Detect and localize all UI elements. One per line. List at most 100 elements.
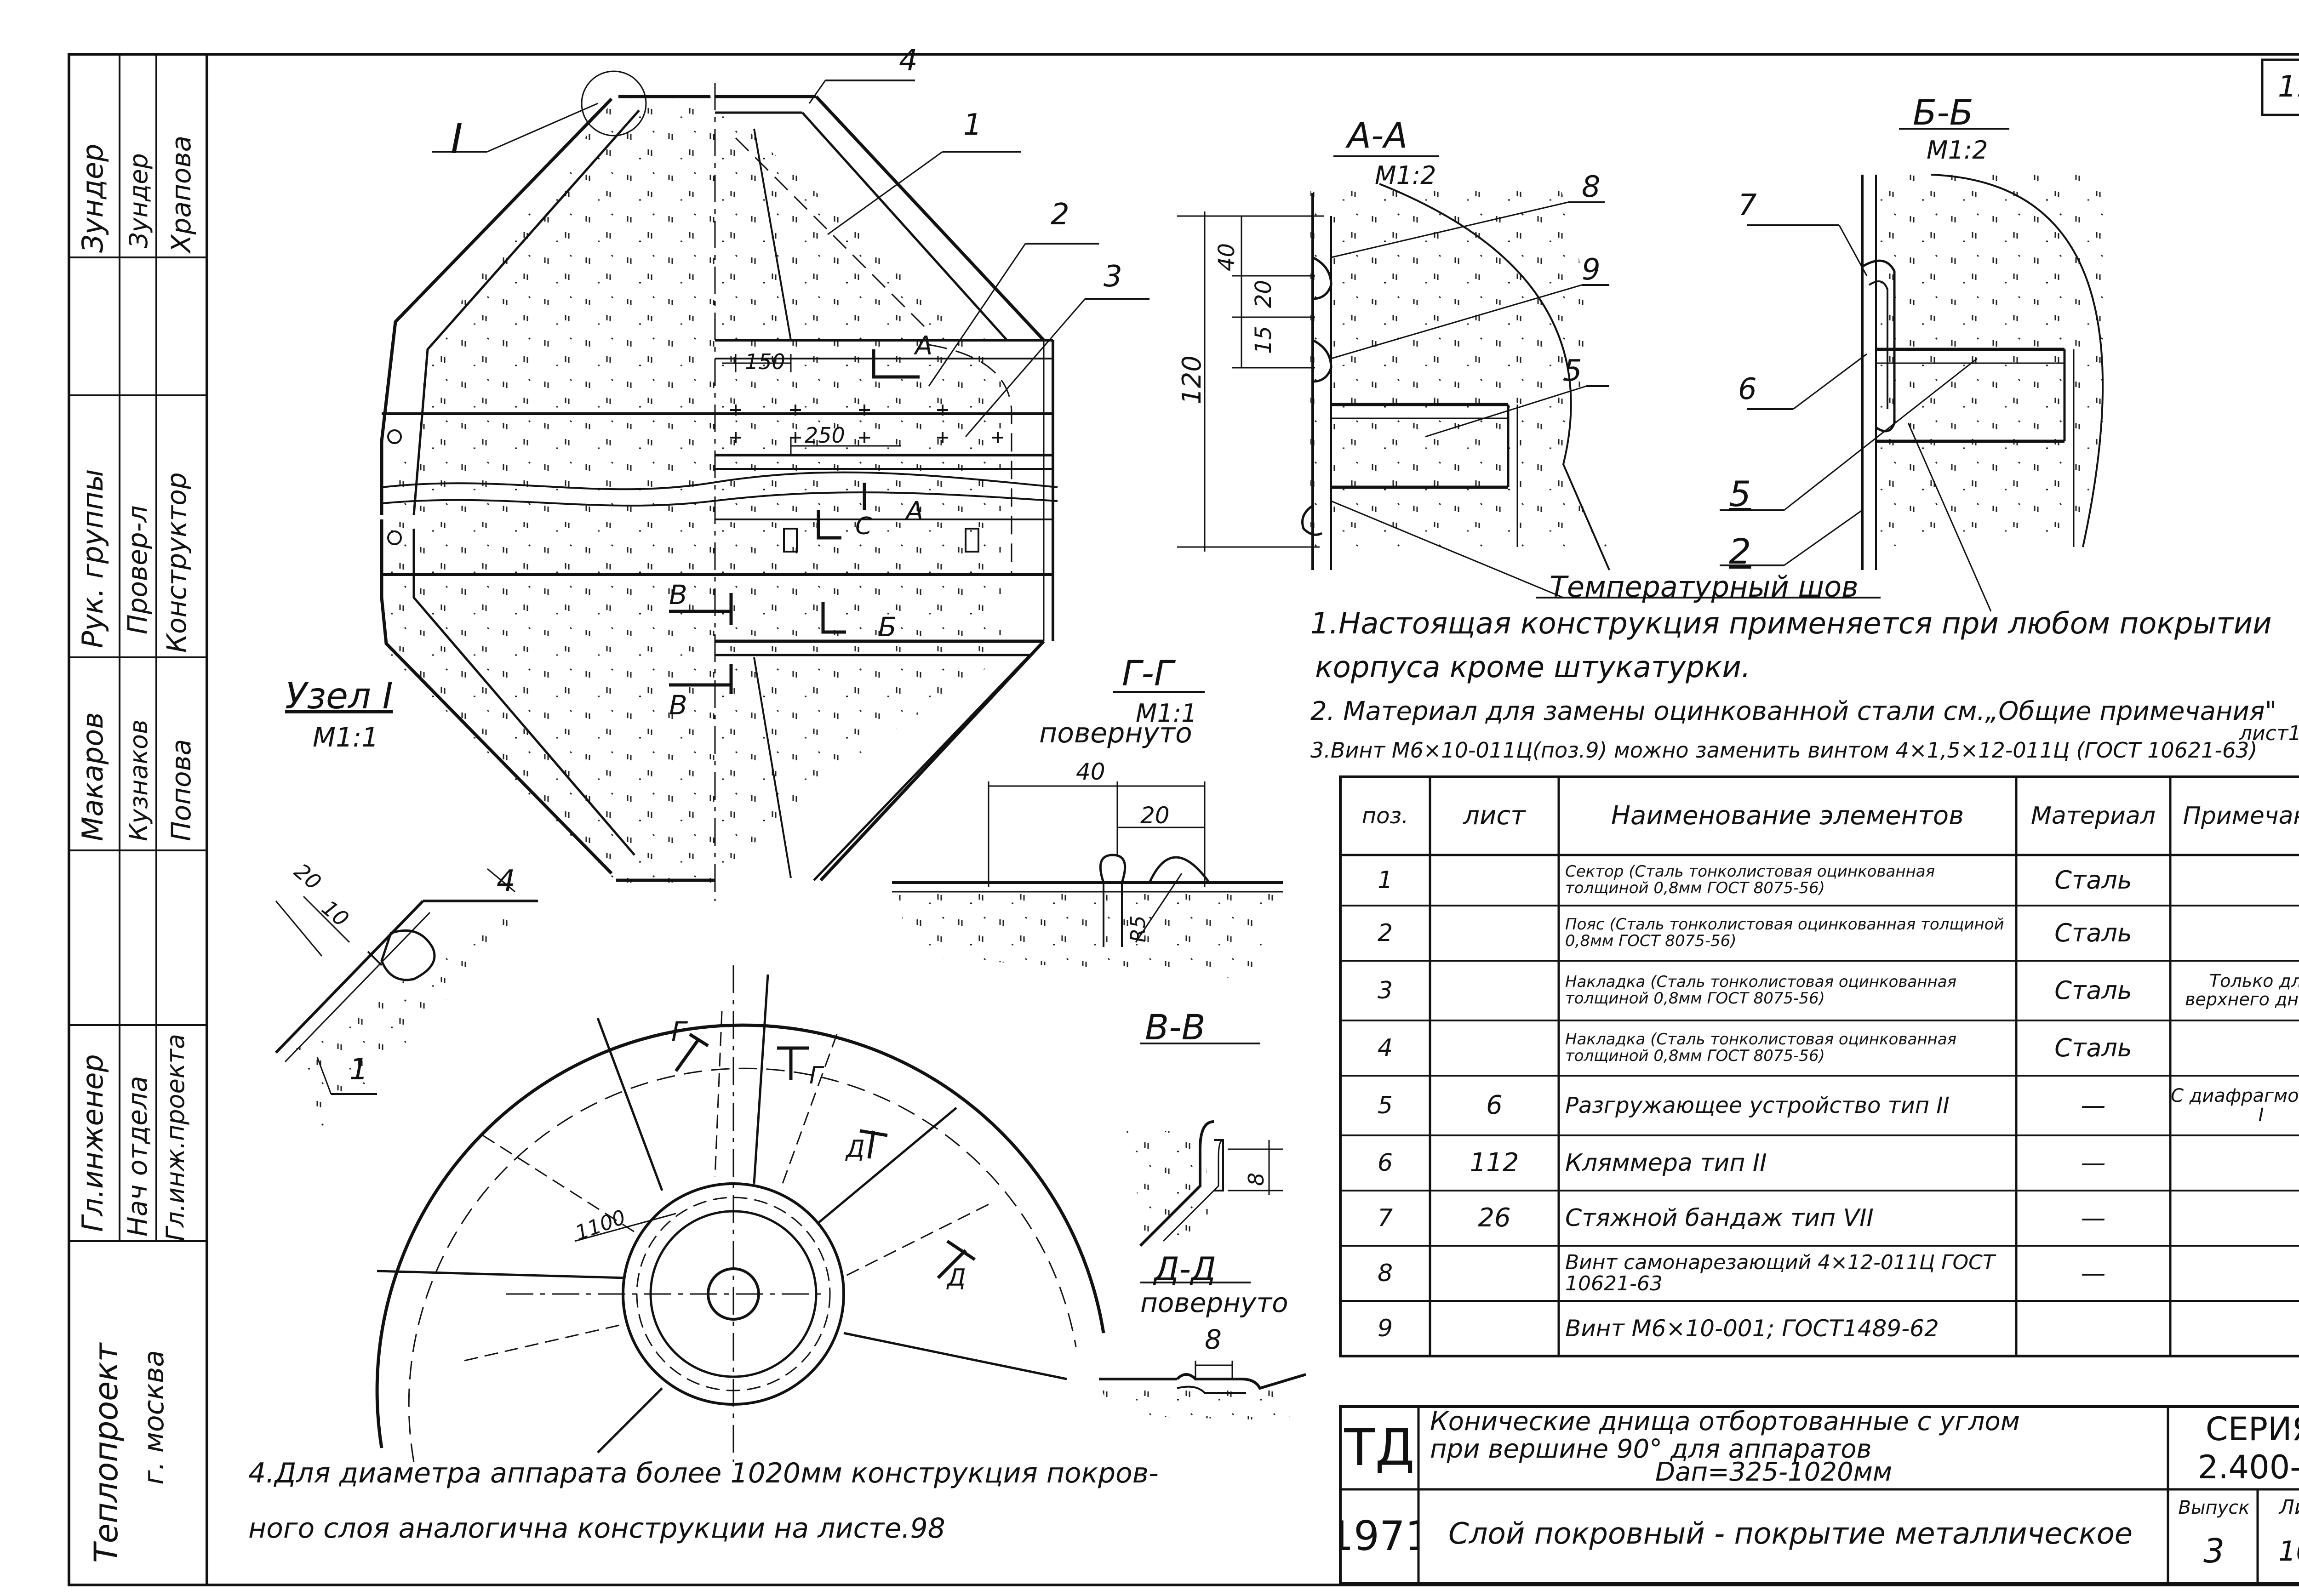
aa-title: А-А bbox=[1347, 115, 1408, 156]
bb-title: Б-Б bbox=[1913, 92, 1973, 133]
th-sheet: лист bbox=[1463, 800, 1526, 831]
mark-v1: В bbox=[669, 579, 687, 610]
temp-seam: Температурный шов bbox=[1550, 570, 1859, 604]
section-vv bbox=[1127, 1043, 1283, 1247]
node-detail bbox=[275, 868, 538, 1140]
row9-pos: 9 bbox=[1377, 1314, 1393, 1342]
mark-v2: В bbox=[669, 690, 687, 721]
row1-name: Сектор (Сталь тонколистовая оцинкованная… bbox=[1565, 862, 1935, 897]
th-pos: поз. bbox=[1361, 803, 1409, 829]
section-bb bbox=[1720, 128, 2115, 612]
callout-4b: 4 bbox=[497, 864, 515, 898]
stamp-org: Теплопроект bbox=[87, 1343, 125, 1563]
note-3: 3.Винт М6×10-011Ц(поз.9) можно заменить … bbox=[1310, 738, 2258, 763]
row5-name: Разгружающее устройство тип II bbox=[1565, 1092, 1950, 1118]
tb-td: ТД bbox=[1344, 1418, 1415, 1477]
row5-note: С диафрагмой тип I bbox=[2171, 1085, 2299, 1126]
stamp-name-6: Храпова bbox=[166, 135, 197, 253]
note-2: 2. Материал для замены оцинкованной стал… bbox=[1310, 696, 2277, 726]
note-1a: 1.Настоящая конструкция применяется при … bbox=[1310, 607, 2272, 641]
dim-40: 40 bbox=[1214, 243, 1240, 271]
row2-name: Пояс (Сталь тонколистовая оцинкованная т… bbox=[1565, 915, 2004, 950]
stamp-name-3: Попова bbox=[166, 739, 197, 841]
row6-pos: 6 bbox=[1377, 1149, 1393, 1177]
section-aa bbox=[1177, 155, 1881, 598]
gg-title: Г-Г bbox=[1122, 653, 1174, 694]
note-2b: лист120 bbox=[2239, 722, 2299, 745]
note-4a: 4.Для диаметра аппарата более 1020мм кон… bbox=[248, 1457, 1159, 1489]
dim-150: 150 bbox=[745, 349, 785, 374]
head-elevation bbox=[380, 70, 1150, 901]
row2-material: Сталь bbox=[2054, 918, 2132, 947]
mark-g1: Г bbox=[671, 1016, 686, 1047]
dim-120: 120 bbox=[1177, 355, 1207, 405]
node-label: I bbox=[451, 115, 463, 163]
row6-sheet: 112 bbox=[1470, 1147, 1519, 1178]
th-name: Наименование элементов bbox=[1611, 800, 1964, 831]
section-dd bbox=[1099, 1282, 1306, 1420]
note-4b: ного слоя аналогична конструкции на лист… bbox=[248, 1512, 945, 1545]
callout-3: 3 bbox=[1104, 260, 1122, 294]
callout-9: 9 bbox=[1582, 253, 1601, 287]
tb-sheet-label: Лист bbox=[2279, 1495, 2299, 1519]
aa-scale: М1:2 bbox=[1375, 161, 1436, 190]
callout-4: 4 bbox=[899, 44, 918, 78]
spec-table-grid bbox=[1339, 775, 2299, 1357]
row5-material: — bbox=[2081, 1090, 2106, 1120]
tb-title-3: Dап=325-1020мм bbox=[1655, 1457, 1893, 1487]
mark-a1: А bbox=[915, 331, 933, 361]
dim-20b: 20 bbox=[1140, 802, 1170, 829]
bb-scale: М1:2 bbox=[1927, 136, 1988, 165]
tb-series-label: СЕРИЯ bbox=[2205, 1411, 2299, 1448]
dim-vv-8: 8 bbox=[1244, 1172, 1269, 1186]
row5-pos: 5 bbox=[1377, 1091, 1393, 1119]
section-gg bbox=[892, 691, 1283, 979]
mark-d1: Д bbox=[846, 1135, 865, 1163]
tb-issue-value: 3 bbox=[2203, 1532, 2225, 1571]
tb-title-1: Конические днища отбортованные с углом bbox=[1430, 1407, 2020, 1436]
row3-note: Только для верхнего днища bbox=[2185, 971, 2299, 1009]
stamp-name-1: Макаров bbox=[76, 712, 109, 841]
row8-name: Винт самонарезающий 4×12-011Ц ГОСТ 10621… bbox=[1565, 1250, 1995, 1295]
row7-pos: 7 bbox=[1377, 1204, 1393, 1232]
row3-material: Сталь bbox=[2054, 975, 2132, 1005]
row7-sheet: 26 bbox=[1478, 1203, 1511, 1233]
stamp-name-5: Зундер bbox=[124, 153, 153, 248]
callout-7: 7 bbox=[1738, 188, 1757, 222]
callout-1: 1 bbox=[963, 108, 982, 142]
row4-name: Накладка (Сталь тонколистовая оцинкованн… bbox=[1565, 1030, 1957, 1065]
dim-dd-8: 8 bbox=[1205, 1324, 1222, 1355]
stamp-role-6: Конструктор bbox=[161, 472, 192, 653]
tb-title-2: при вершине 90° для аппаратов bbox=[1430, 1434, 1872, 1464]
row3-pos: 3 bbox=[1377, 976, 1393, 1004]
row6-material: — bbox=[2081, 1148, 2106, 1177]
stamp-name-2: Кузнаков bbox=[124, 719, 153, 841]
row3-name: Накладка (Сталь тонколистовая оцинкованн… bbox=[1565, 973, 1957, 1008]
mark-b: Б bbox=[878, 611, 897, 643]
tb-year: 1971 bbox=[1340, 1512, 1418, 1560]
callout-6: 6 bbox=[1738, 372, 1757, 406]
th-material: Материал bbox=[2031, 802, 2156, 830]
stamp-city: г. москва bbox=[138, 1350, 170, 1485]
mark-a2: А bbox=[906, 496, 924, 526]
mark-g2: Г bbox=[809, 1062, 823, 1089]
sheet-number: 115 bbox=[2277, 70, 2299, 104]
tb-sheet-value: 106 bbox=[2278, 1535, 2299, 1568]
dim-250: 250 bbox=[805, 423, 845, 448]
dim-40b: 40 bbox=[1076, 758, 1105, 785]
callout-5b: 5 bbox=[1729, 473, 1751, 514]
tb-series-value: 2.400-4 bbox=[2197, 1448, 2299, 1486]
row7-name: Стяжной бандаж тип VII bbox=[1565, 1204, 1874, 1232]
stamp-role-5: Провер-л bbox=[122, 505, 153, 634]
stamp-role-2: Нач отдела bbox=[122, 1076, 153, 1237]
mark-c: С bbox=[855, 513, 872, 540]
row4-pos: 4 bbox=[1377, 1034, 1393, 1062]
dim-15: 15 bbox=[1251, 325, 1276, 354]
callout-8: 8 bbox=[1582, 170, 1601, 204]
row8-material: — bbox=[2081, 1258, 2106, 1288]
row4-material: Сталь bbox=[2054, 1033, 2132, 1062]
row6-name: Кляммера тип II bbox=[1565, 1149, 1767, 1177]
row1-pos: 1 bbox=[1377, 866, 1393, 894]
